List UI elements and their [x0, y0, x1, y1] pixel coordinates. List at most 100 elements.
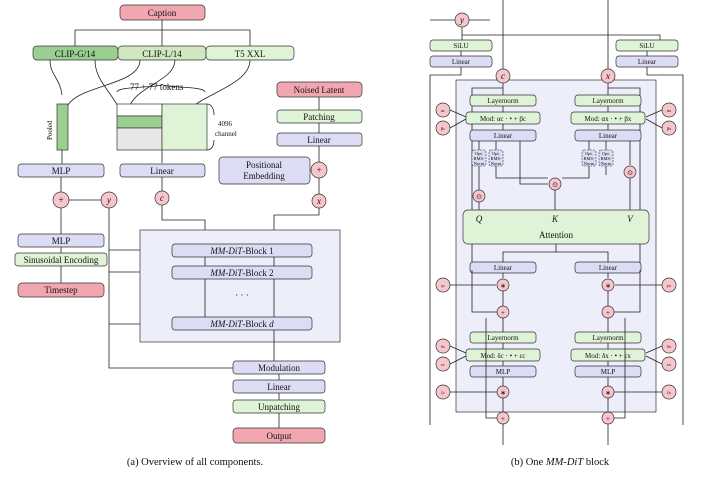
mmdit-block-panel: y SiLU Linear SiLU Linear c x αc βc αx β…	[429, 0, 684, 468]
odot-q-c: ⊙	[476, 193, 482, 201]
odot-k: ⊙	[552, 181, 558, 189]
beta-c-param: βc	[441, 126, 445, 131]
rms-x-k-line1: Opt.	[602, 151, 610, 156]
linear-mod-left: Linear	[452, 58, 471, 66]
rms-c-q-line1: Opt.	[475, 151, 483, 156]
rmsnorm-boxes: Opt. RMS- Norm Opt. RMS- Norm Opt. RMS- …	[471, 149, 614, 167]
eps-c-param: εc	[441, 362, 445, 367]
positional-embedding-line2: Embedding	[243, 171, 285, 181]
clip-g-encoder: CLIP-G/14	[55, 49, 96, 59]
positional-sum: +	[316, 165, 321, 175]
mod-c: Mod: αc · • + βc	[480, 115, 526, 123]
scale-c-2: ∗	[500, 389, 506, 397]
gamma-c-param: γc	[441, 283, 445, 288]
subcaption-b-prefix: (b) One	[511, 457, 546, 468]
mod2-c: Mod: δc · • + εc	[480, 352, 525, 360]
caption-box: Caption	[148, 8, 177, 18]
channel-number: 4096	[218, 120, 233, 128]
zeta-c-param: ζc	[441, 390, 445, 395]
mlp-pooled: MLP	[52, 166, 71, 176]
rms-x-k-line3: Norm	[601, 161, 612, 166]
tokens-label: 77 + 77 tokens	[130, 82, 184, 92]
alpha-x-param: αx	[667, 108, 672, 113]
modulation-box: Modulation	[258, 363, 300, 373]
layernorm-c-2: Layernorm	[487, 334, 519, 342]
delta-c-param: δc	[441, 344, 445, 349]
block1-name: MM-DiT	[209, 246, 243, 256]
value-label: V	[627, 214, 634, 224]
mlp-c: MLP	[496, 368, 511, 376]
scale-c-1: ∗	[500, 282, 506, 290]
noised-latent-box: Noised Latent	[294, 85, 345, 95]
query-label: Q	[476, 214, 483, 224]
block1-suffix: -Block 1	[242, 246, 273, 256]
unpatching-box: Unpatching	[258, 402, 300, 412]
layernorm-x: Layernorm	[592, 97, 624, 105]
block-y-input: y	[459, 15, 464, 25]
mod2-x: Mod: δx · • + εx	[585, 352, 631, 360]
residual-x-2: +	[606, 415, 610, 423]
c-vector: c	[160, 193, 164, 203]
block-ellipsis: · · ·	[235, 290, 249, 300]
beta-x-param: βx	[667, 126, 672, 131]
residual-c-2: +	[501, 415, 505, 423]
linear-qkv-x: Linear	[599, 132, 618, 140]
rms-x-k-line2: RMS-	[600, 156, 612, 161]
block-c-input: c	[501, 71, 505, 81]
overview-panel: Caption CLIP-G/14 CLIP-L/14 T5 XXL 77 + …	[14, 4, 363, 468]
linear-mod-right: Linear	[638, 58, 657, 66]
svg-text:(b) One MM-DiT block: (b) One MM-DiT block	[511, 457, 610, 468]
rms-x-q-line2: RMS-	[583, 156, 595, 161]
eps-x-param: εx	[667, 362, 672, 367]
linear-context: Linear	[150, 166, 173, 176]
rms-c-k-line2: RMS-	[490, 156, 502, 161]
patching-box: Patching	[303, 112, 335, 122]
linear-output: Linear	[267, 382, 290, 392]
odot-v: ⊙	[627, 169, 633, 177]
mlp-x: MLP	[601, 368, 616, 376]
linear-latent: Linear	[307, 135, 330, 145]
output-box: Output	[266, 431, 292, 441]
mlp-timestep: MLP	[52, 236, 71, 246]
timestep-box: Timestep	[44, 285, 78, 295]
t5-encoder: T5 XXL	[235, 49, 266, 59]
subcaption-b-suffix: block	[583, 457, 610, 468]
blockd-suffix: -Block	[242, 319, 269, 329]
residual-c-1: +	[501, 309, 505, 317]
svg-text:MM-DiT-Block 2: MM-DiT-Block 2	[209, 268, 273, 278]
attention-box: Attention	[539, 230, 573, 240]
key-label: K	[551, 214, 559, 224]
pooled-label: Pooled	[46, 120, 54, 140]
linear-out-x: Linear	[599, 264, 618, 272]
block-x-input: x	[605, 71, 610, 81]
scale-x-1: ∗	[605, 282, 611, 290]
linear-out-c: Linear	[494, 264, 513, 272]
rms-c-k-line3: Norm	[491, 161, 502, 166]
residual-x-1: +	[606, 309, 610, 317]
rms-c-q-line2: RMS-	[473, 156, 485, 161]
scale-x-2: ∗	[605, 389, 611, 397]
subcaption-b-name: MM-DiT	[545, 457, 584, 468]
svg-text:MM-DiT-Block 1: MM-DiT-Block 1	[209, 246, 273, 256]
svg-text:MM-DiT-Block d: MM-DiT-Block d	[209, 319, 274, 329]
layernorm-x-2: Layernorm	[592, 334, 624, 342]
sum-operator: +	[58, 195, 63, 205]
block2-suffix: -Block 2	[242, 268, 273, 278]
sinusoidal-encoding: Sinusoidal Encoding	[24, 255, 99, 265]
channel-label: channel	[215, 130, 237, 138]
linear-qkv-c: Linear	[494, 132, 513, 140]
alpha-c-param: αc	[441, 108, 445, 113]
y-vector: y	[106, 195, 111, 205]
zeta-x-param: ζx	[667, 390, 672, 395]
rms-c-q-line3: Norm	[474, 161, 485, 166]
blockd-index: d	[269, 319, 274, 329]
layernorm-c: Layernorm	[487, 97, 519, 105]
gamma-x-param: γx	[667, 283, 672, 288]
delta-x-param: δx	[667, 344, 672, 349]
blockd-name: MM-DiT	[209, 319, 243, 329]
subcaption-a: (a) Overview of all components.	[127, 457, 263, 468]
silu-left: SiLU	[453, 42, 468, 50]
block2-name: MM-DiT	[209, 268, 243, 278]
positional-embedding-line1: Positional	[246, 160, 283, 170]
